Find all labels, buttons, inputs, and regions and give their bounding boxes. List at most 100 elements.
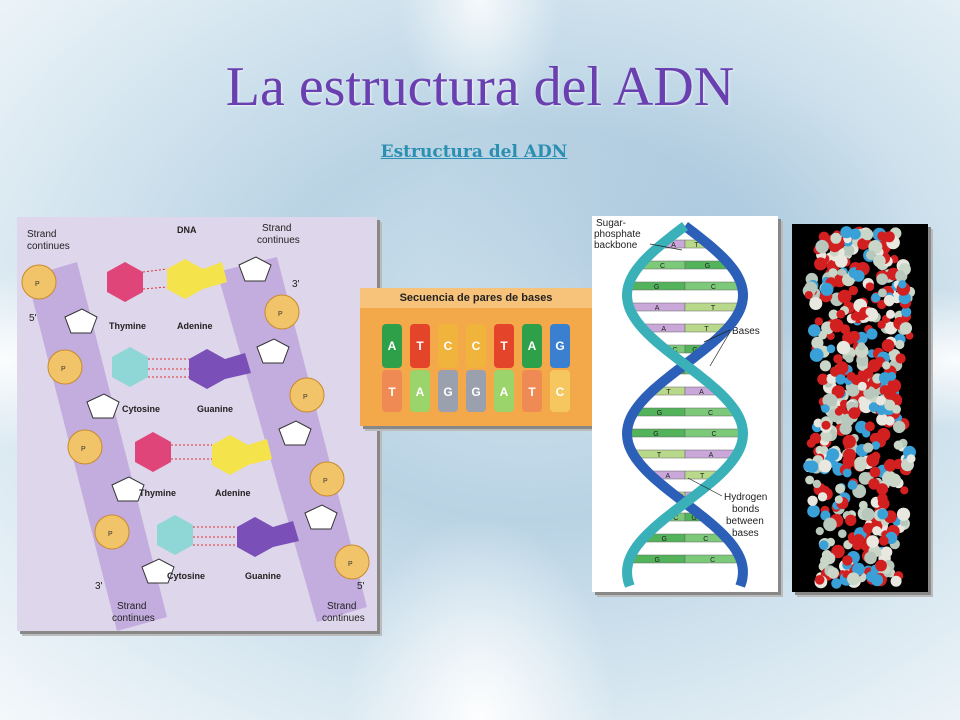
atom-sphere	[895, 353, 906, 364]
atom-sphere	[833, 354, 843, 364]
atom-sphere	[804, 291, 813, 299]
helix-base-letter: C	[660, 263, 665, 270]
top-base-letter: C	[444, 339, 453, 353]
top-base-letter: C	[472, 339, 481, 353]
base-label-adenine: Adenine	[177, 321, 213, 331]
hydrogen-label-1: Hydrogen	[724, 492, 767, 503]
base-label-guanine-2: Guanine	[245, 571, 281, 581]
bottom-base-letter: G	[443, 385, 452, 399]
bottom-base-block	[466, 370, 486, 412]
svg-text:P: P	[278, 311, 283, 318]
top-base-letter: A	[388, 339, 397, 353]
base-pair-2: Cytosine Guanine	[112, 347, 251, 414]
top-base-letter: T	[500, 339, 508, 353]
bottom-base-block	[382, 370, 402, 412]
bottom-base-block	[550, 370, 570, 412]
atom-sphere	[834, 495, 843, 504]
atom-sphere	[829, 318, 844, 333]
top-base-block	[466, 324, 486, 368]
atom-sphere	[840, 399, 849, 409]
strand-label-tr-2: continues	[257, 235, 300, 246]
atom-sphere	[842, 555, 853, 566]
strand-label-tl-2: continues	[27, 241, 70, 252]
helix-base-letter: C	[711, 284, 716, 291]
atom-sphere	[814, 575, 825, 585]
atom-sphere	[808, 324, 821, 337]
atom-sphere	[877, 299, 887, 310]
svg-text:P: P	[348, 561, 353, 568]
top-base-letter: A	[528, 339, 537, 353]
helix-base-letter: A	[709, 452, 714, 459]
atom-sphere	[805, 460, 819, 473]
atom-sphere	[826, 344, 836, 354]
atom-sphere	[867, 359, 881, 373]
atom-sphere	[876, 413, 889, 426]
strand-label-tl-1: Strand	[27, 229, 56, 240]
atom-sphere	[858, 472, 872, 485]
atom-sphere	[865, 282, 875, 291]
strand-label-bl-1: Strand	[117, 601, 146, 612]
atom-sphere	[831, 544, 845, 559]
atom-sphere	[887, 371, 897, 381]
atom-sphere	[807, 504, 820, 518]
atom-sphere	[826, 448, 840, 461]
svg-text:P: P	[108, 531, 113, 538]
svg-text:P: P	[61, 366, 66, 373]
atom-sphere	[834, 254, 848, 268]
atom-sphere	[814, 257, 828, 271]
atom-sphere	[824, 393, 838, 407]
backbone-label-2: phosphate	[594, 229, 641, 240]
atom-sphere	[878, 535, 889, 546]
atom-sphere	[819, 540, 829, 550]
atom-sphere	[883, 294, 895, 306]
atom-sphere	[900, 486, 909, 495]
atom-sphere	[815, 239, 829, 254]
hydrogen-label-3: between	[726, 516, 764, 527]
atom-sphere	[876, 483, 889, 495]
atom-sphere	[805, 475, 814, 485]
atom-sphere	[872, 526, 882, 536]
end-3-top: 3'	[292, 279, 300, 290]
estructura-link[interactable]: Estructura del ADN	[380, 142, 568, 162]
atom-sphere	[835, 483, 846, 494]
atom-sphere	[878, 288, 887, 298]
atom-sphere	[886, 309, 895, 319]
backbone-strand-teal	[621, 222, 749, 588]
atom-sphere	[865, 307, 875, 317]
sequence-title-bar: Secuencia de pares de bases	[360, 288, 592, 308]
atom-sphere	[845, 354, 854, 363]
helix-base-letter: G	[655, 557, 660, 564]
atom-sphere	[864, 551, 877, 565]
atom-sphere	[819, 431, 831, 442]
atom-sphere	[877, 320, 886, 329]
atom-sphere	[842, 244, 853, 255]
top-base-letter: G	[555, 339, 564, 353]
atom-sphere	[887, 378, 902, 393]
atom-sphere	[814, 317, 823, 326]
backbone-label-3: backbone	[594, 240, 638, 251]
phosphate-icon: P P P P	[21, 264, 130, 550]
helix-base-letter: T	[700, 473, 705, 480]
atom-sphere	[848, 330, 860, 343]
atom-sphere	[877, 493, 888, 504]
atom-sphere	[861, 507, 875, 521]
top-base-block	[438, 324, 458, 368]
svg-text:P: P	[303, 394, 308, 401]
helix-base-letter: C	[703, 536, 708, 543]
atom-sphere	[866, 250, 876, 260]
dna-chemical-structure-panel: DNA Strand continues Strand continues 5'…	[17, 217, 377, 631]
atom-sphere	[836, 340, 851, 355]
top-base-letter: T	[416, 339, 424, 353]
atom-sphere	[823, 517, 837, 532]
atom-sphere	[846, 383, 860, 397]
atom-sphere	[817, 373, 829, 385]
atom-sphere	[863, 442, 874, 453]
atom-sphere	[873, 254, 886, 268]
atom-sphere	[831, 578, 842, 589]
bottom-base-block	[410, 370, 430, 412]
helix-base-letter: T	[666, 389, 671, 396]
atom-sphere	[858, 396, 867, 406]
dna-heading: DNA	[177, 225, 197, 235]
atom-sphere	[864, 421, 875, 432]
atom-sphere	[861, 228, 874, 241]
